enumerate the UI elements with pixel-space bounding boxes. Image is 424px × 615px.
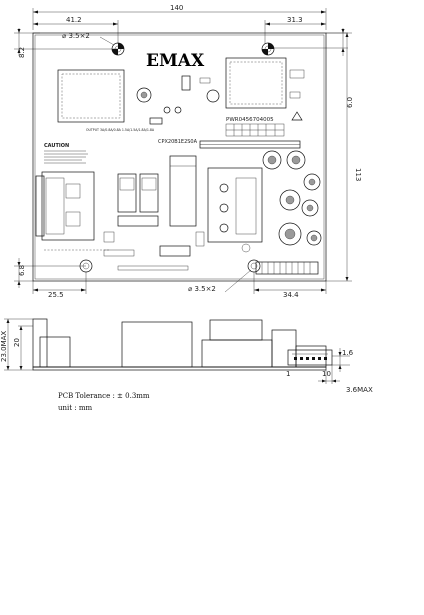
overall-width-dimension: 140 — [32, 4, 327, 30]
right-hole-offset-dimension: 31.3 — [264, 16, 326, 44]
pin-depth-dimension: 3.6MAX — [318, 365, 373, 394]
output-header-side-view: 1 10 — [286, 349, 333, 378]
transformer-t1 — [57, 69, 125, 123]
overall-height-label: 113 — [354, 168, 362, 181]
bottom-left-width-dimension: 25.5 — [32, 272, 87, 299]
pcb-side-view: 1 10 — [32, 318, 333, 378]
pin-first-label: 1 — [286, 370, 290, 378]
unit-note: unit : mm — [58, 404, 93, 412]
capacitor-bank — [262, 150, 322, 246]
model-code-text: CPX20B1E2S0A — [158, 139, 198, 145]
input-connector — [35, 171, 95, 241]
pin-depth-label: 3.6MAX — [346, 386, 373, 394]
hole-callout-top: ⌀ 3.5×2 — [62, 32, 115, 46]
right-hole-offset-label: 31.3 — [287, 16, 303, 24]
height-max-dimension: 23.0MAX — [0, 318, 33, 371]
caution-block: CAUTION — [44, 143, 88, 164]
left-hole-offset-dimension: 41.2 — [33, 16, 119, 44]
hole-callout-top-label: ⌀ 3.5×2 — [62, 32, 90, 40]
marking-table — [225, 123, 285, 137]
pin-last-label: 10 — [322, 370, 331, 378]
caution-title: CAUTION — [44, 143, 69, 149]
mounting-hole-top-right — [261, 42, 275, 56]
height-20-dimension: 20 — [13, 325, 33, 370]
bottom-right-width-dimension: 34.4 — [253, 272, 327, 299]
mounting-hole-top-left — [111, 42, 125, 56]
mounting-hole-bottom-right — [247, 259, 261, 273]
main-transformer — [207, 167, 263, 243]
top-offset-label: 8.2 — [18, 47, 26, 58]
overall-width-label: 140 — [170, 4, 183, 12]
part-number: PWR0456704005 — [226, 117, 274, 123]
pcb-top-view: ⌀ 3.5×2 ⌀ 3.5×2 EMAX CAUTION — [32, 32, 327, 293]
hole-callout-bottom-label: ⌀ 3.5×2 — [188, 285, 216, 293]
bottom-left-offset-label: 6.8 — [18, 265, 26, 276]
bottom-right-width-label: 34.4 — [283, 291, 299, 299]
height-max-label: 23.0MAX — [0, 331, 8, 362]
hole-callout-bottom: ⌀ 3.5×2 — [188, 269, 252, 293]
left-hole-offset-label: 41.2 — [66, 16, 82, 24]
overall-height-dimension: 113 — [326, 32, 362, 282]
tolerance-note: PCB Tolerance : ± 0.3mm — [58, 392, 150, 400]
bottom-left-offset-dimension: 6.8 — [14, 258, 86, 288]
transformer-t2 — [225, 57, 287, 109]
height-20-label: 20 — [13, 338, 21, 347]
pin-height-dimension: 1.6 — [332, 348, 354, 372]
output-spec-text: OUTPUT 3A/0.8A/0.8A 1.5A/1.5A/1.8A/1.8A — [86, 128, 155, 132]
pin-height-label: 1.6 — [342, 349, 354, 357]
brand-logo: EMAX — [146, 51, 205, 71]
right-top-offset-label: 6.0 — [346, 97, 354, 108]
mounting-hole-bottom-left — [79, 259, 93, 273]
bottom-left-width-label: 25.5 — [48, 291, 64, 299]
right-top-offset-dimension: 6.0 — [268, 28, 354, 108]
output-header-top-view — [255, 261, 319, 275]
